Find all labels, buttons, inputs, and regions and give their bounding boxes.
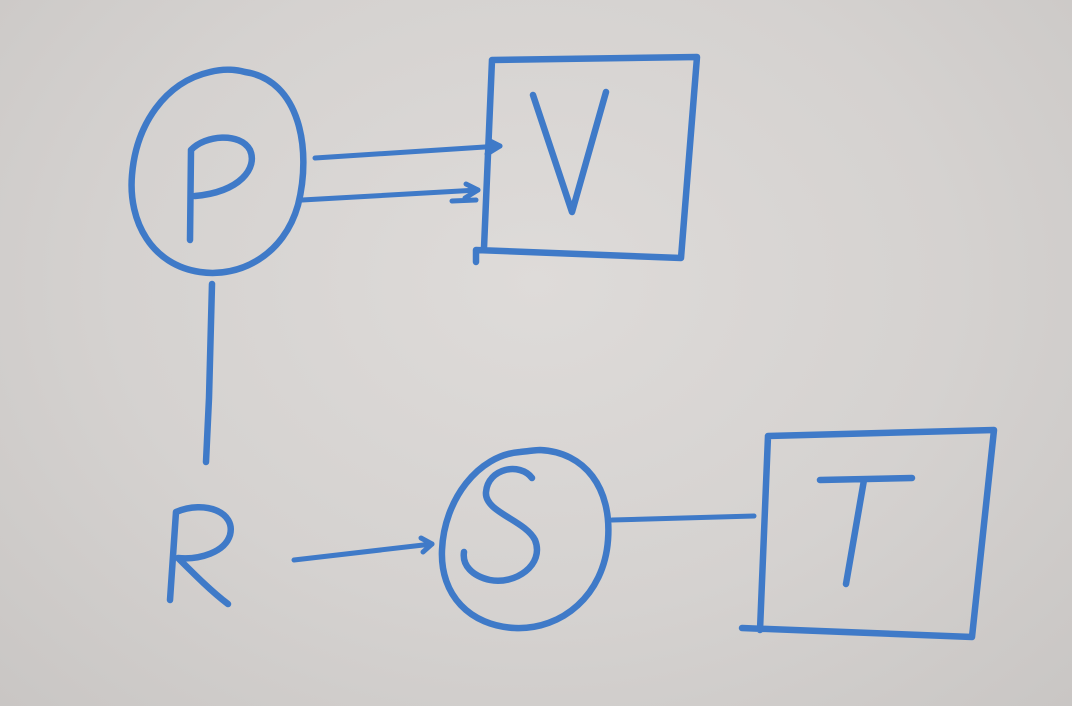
edge-p-v <box>299 137 503 204</box>
node-t-glyph <box>816 474 916 588</box>
node-p-glyph <box>186 134 255 244</box>
edge-r-s <box>291 535 435 563</box>
node-t: T <box>738 426 998 641</box>
node-p-circle <box>128 66 307 277</box>
edge-r-s-line <box>291 541 435 563</box>
node-v-glyph <box>529 88 610 216</box>
edge-r-s-arrowhead <box>418 535 435 555</box>
edge-p-v-line-upper <box>312 143 503 161</box>
edge-p-v-line-lower <box>299 187 481 203</box>
node-r-glyph <box>166 504 234 608</box>
edge-s-t <box>609 513 757 523</box>
edge-p-v-arrowhead-lower <box>449 181 481 204</box>
edge-p-v-arrowhead-upper <box>484 137 503 157</box>
node-s-glyph <box>460 465 541 585</box>
node-s: S <box>438 446 612 632</box>
node-p: P <box>128 66 307 277</box>
node-r: R <box>166 504 234 608</box>
edge-p-r <box>202 280 216 466</box>
node-t-box <box>738 426 998 641</box>
node-s-circle <box>438 446 612 632</box>
node-v: V <box>472 53 701 266</box>
